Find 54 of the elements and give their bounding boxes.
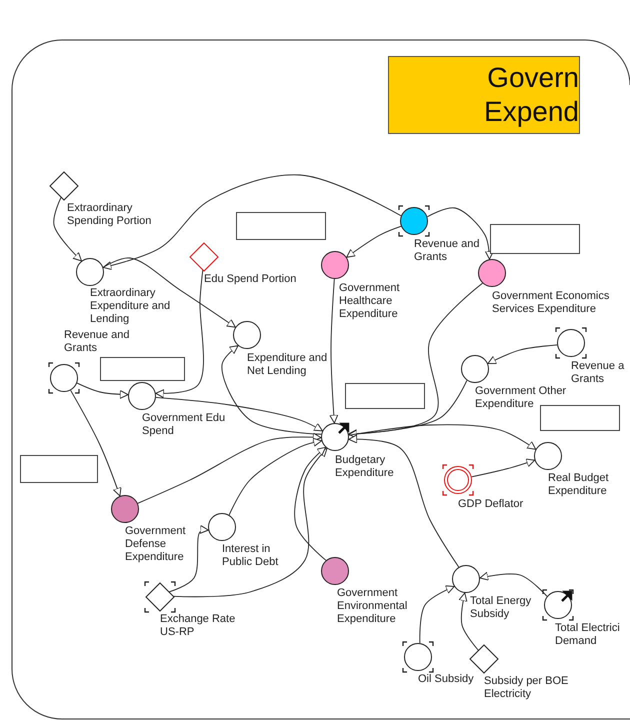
arrow bbox=[76, 382, 129, 399]
arrow bbox=[222, 345, 322, 435]
arrow bbox=[102, 174, 402, 270]
variable-label: Extraordinary Expenditure and Lending bbox=[90, 287, 172, 326]
empty-box bbox=[100, 357, 185, 381]
arrow bbox=[348, 424, 536, 450]
variable-label: Total Energy Subsidy bbox=[470, 595, 532, 621]
variable-label: Government Economics Services Expenditure bbox=[492, 290, 610, 316]
variable-label: Expenditure and Net Lending bbox=[247, 352, 328, 378]
title-box bbox=[388, 56, 580, 134]
variable-label: Exchange Rate US-RP bbox=[160, 613, 236, 639]
arrow bbox=[419, 585, 455, 644]
variable-label: Oil Subsidy bbox=[418, 673, 475, 686]
arrow bbox=[487, 344, 558, 364]
arrow bbox=[480, 572, 548, 597]
variable-label: Subsidy per BOE Electricity bbox=[484, 675, 570, 701]
variable-label: Extraordinary Spending Portion bbox=[67, 202, 152, 228]
variable-label: Government Other Expenditure bbox=[475, 385, 568, 411]
arrow bbox=[53, 196, 82, 262]
arrow bbox=[458, 592, 479, 651]
empty-box bbox=[20, 455, 98, 483]
variable-label: Government Defense Expenditure bbox=[125, 525, 187, 564]
variable-label: Real Budget Expenditure bbox=[548, 472, 610, 498]
arrow bbox=[346, 226, 402, 258]
arrow bbox=[70, 390, 122, 496]
arrow bbox=[102, 258, 236, 328]
arrow bbox=[168, 525, 209, 592]
empty-box bbox=[236, 212, 326, 240]
arrow bbox=[228, 438, 322, 516]
variable-label: Interest in Public Debt bbox=[222, 543, 280, 569]
arrow bbox=[137, 432, 322, 504]
arrow bbox=[172, 448, 328, 598]
variable-label: Total Electrici Demand bbox=[555, 622, 621, 648]
variable-label: Government Edu Spend bbox=[142, 412, 226, 438]
variable-label: Edu Spend Portion bbox=[204, 273, 298, 286]
arrow bbox=[155, 269, 204, 398]
variable-label: Revenue a Grants bbox=[571, 360, 626, 386]
arrow bbox=[471, 458, 536, 478]
arrow bbox=[329, 278, 338, 424]
variable-label: Budgetary Expenditure bbox=[335, 454, 395, 480]
title-text: Govern Expend bbox=[483, 61, 579, 129]
variable-label: Revenue and Grants bbox=[414, 238, 480, 264]
empty-box bbox=[345, 383, 425, 409]
arrow bbox=[426, 207, 494, 260]
variable-label: Government Healthcare Expenditure bbox=[339, 282, 401, 321]
arrow bbox=[294, 446, 326, 561]
empty-box bbox=[490, 224, 580, 254]
arrow bbox=[348, 380, 468, 438]
variable-label: GDP Deflator bbox=[458, 498, 524, 511]
arrow bbox=[155, 396, 323, 432]
variable-label: Revenue and Grants bbox=[64, 329, 130, 355]
empty-box bbox=[540, 405, 620, 431]
variable-label: Government Environmental Expenditure bbox=[337, 587, 408, 626]
arrow bbox=[348, 434, 460, 568]
